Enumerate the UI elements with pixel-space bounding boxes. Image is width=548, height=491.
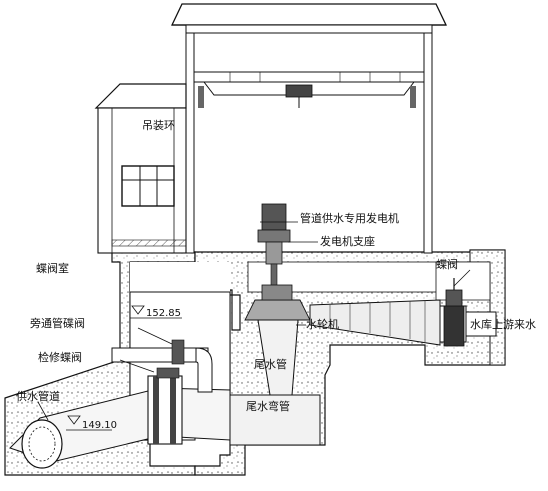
label-leaders (37, 221, 471, 421)
main-building (170, 3, 448, 254)
elevation-pipe: 149.10 (82, 420, 117, 431)
turbine (244, 284, 311, 321)
label-maintenance-valve: 检修蝶阀 (38, 350, 82, 364)
label-upstream-water: 水库上游来水 (470, 318, 536, 331)
elevation-marker-floor: 152.85 (130, 305, 182, 319)
generator (257, 203, 291, 305)
label-turbine: 水轮机 (306, 317, 339, 331)
label-butterfly-valve: 蝶阀 (436, 257, 458, 271)
label-generator: 管道供水专用发电机 (300, 211, 399, 225)
label-draft-tube: 尾水管 (254, 357, 287, 371)
elevation-marker-pipe: 149.10 (66, 415, 117, 431)
label-crane-ring: 吊装环 (142, 119, 175, 132)
label-valve-room: 蝶阀室 (36, 261, 69, 275)
label-draft-elbow: 尾水弯管 (246, 399, 290, 413)
bypass-pipe (111, 339, 213, 393)
label-bypass-valve: 旁通管碟阀 (30, 316, 85, 330)
elevation-floor: 152.85 (146, 308, 181, 319)
annex-building (94, 83, 187, 254)
label-supply-pipe: 供水管道 (16, 389, 60, 403)
right-butterfly-valve (443, 278, 465, 347)
label-generator-support: 发电机支座 (320, 234, 375, 248)
maintenance-valve (147, 367, 183, 445)
annex-window (121, 165, 175, 207)
